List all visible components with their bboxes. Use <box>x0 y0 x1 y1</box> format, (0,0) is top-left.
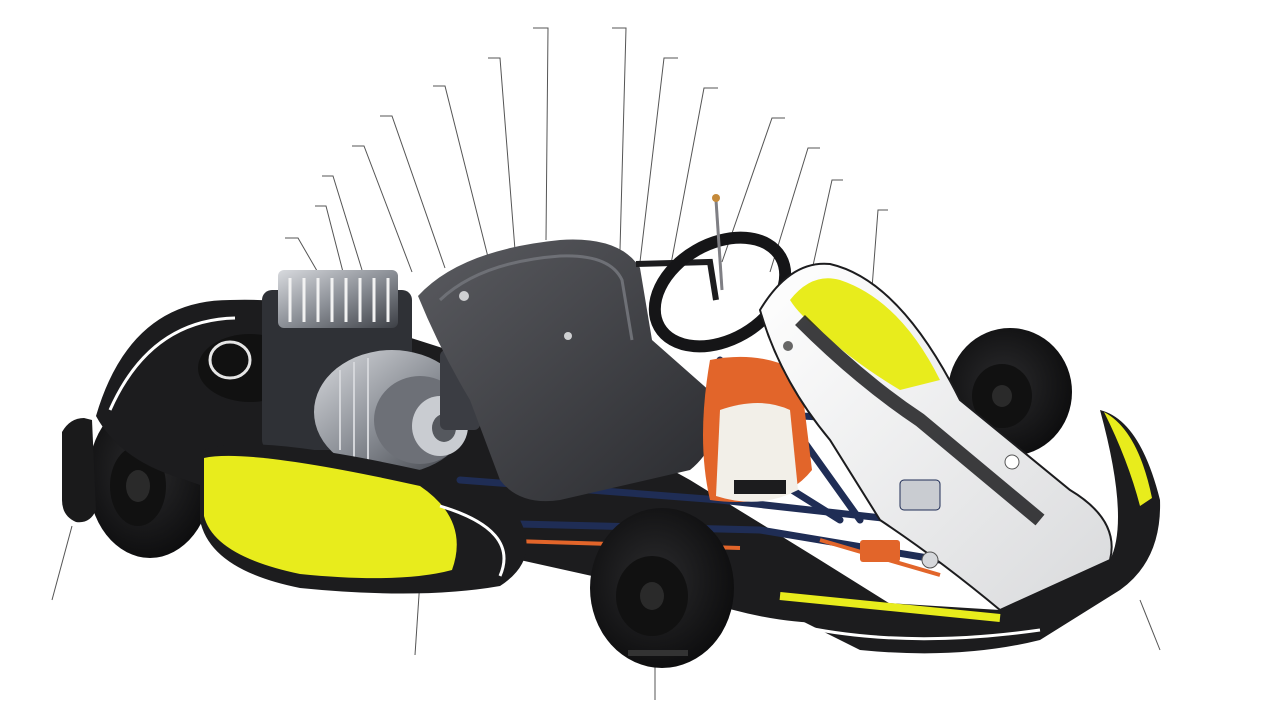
front-spoiler <box>779 410 1161 654</box>
front-components <box>860 479 941 569</box>
front-left-tyre <box>590 508 734 668</box>
fuel-tank <box>703 356 812 502</box>
front-fairing <box>758 262 1113 612</box>
seat <box>418 239 720 502</box>
leader-lines <box>51 27 1161 700</box>
engine <box>262 270 480 474</box>
steering-wheel <box>635 194 792 353</box>
rear-bumper <box>62 418 96 523</box>
side-pod <box>200 444 527 594</box>
